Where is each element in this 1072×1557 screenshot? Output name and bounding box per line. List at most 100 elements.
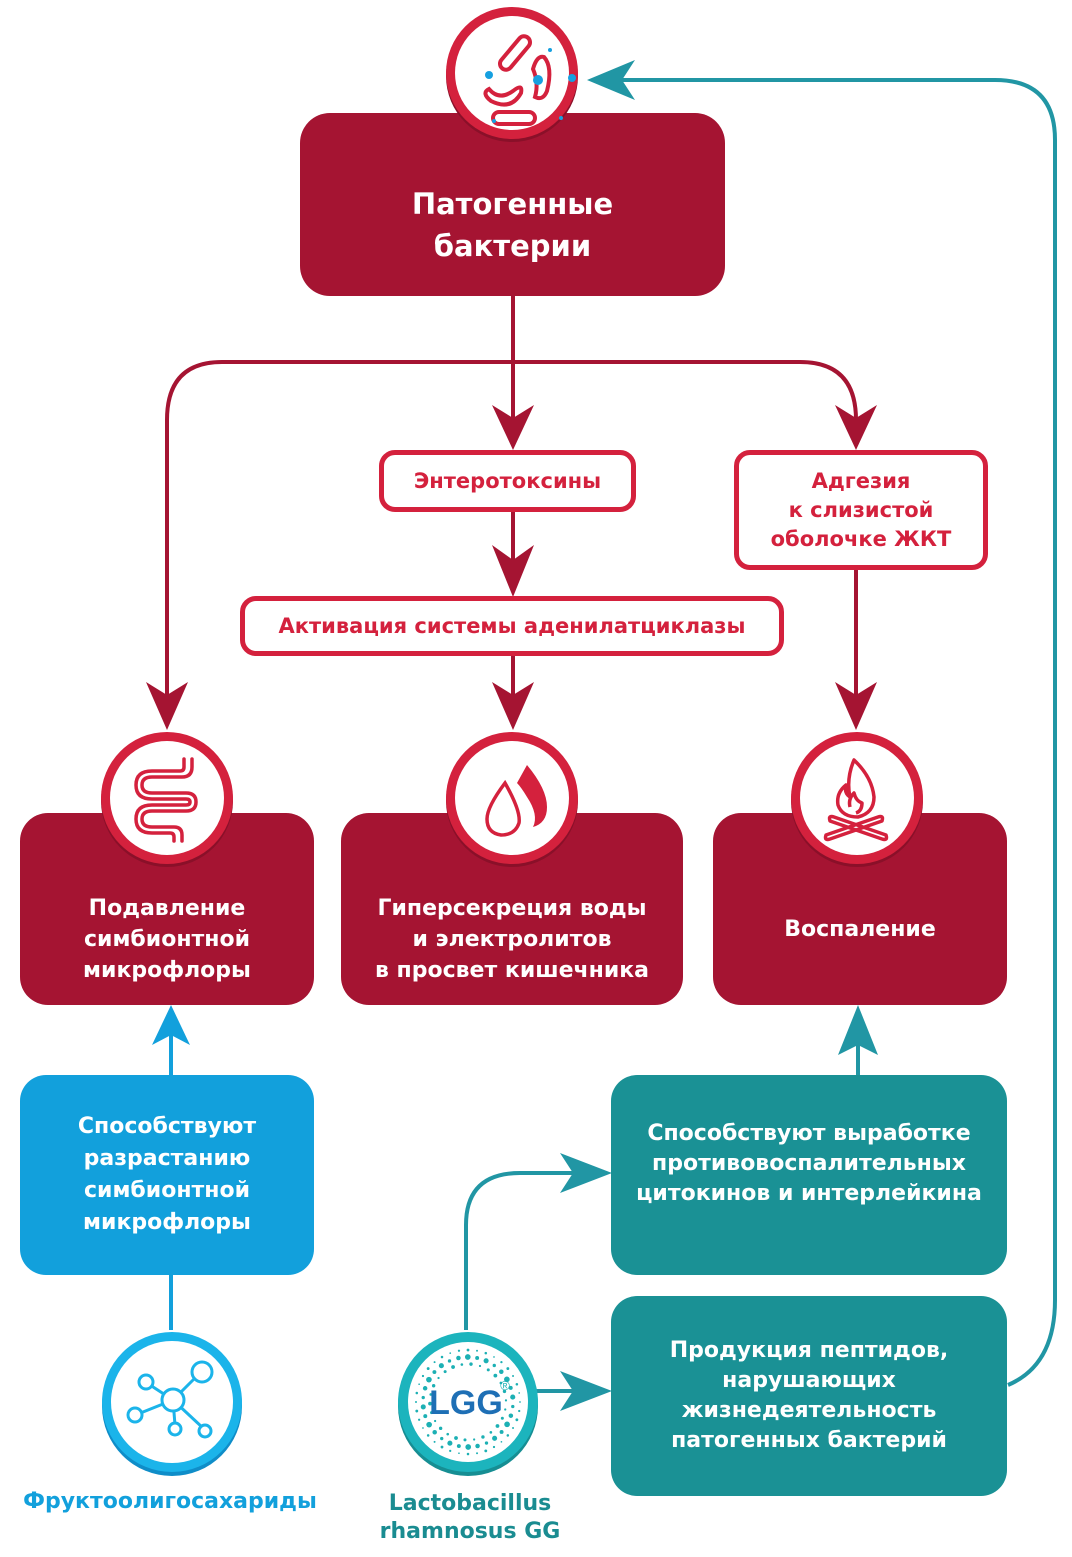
- pathogens-label: Патогенные бактерии: [411, 186, 614, 263]
- lgg-dot: [495, 1424, 500, 1428]
- lgg-dot: [512, 1427, 515, 1429]
- lgg-dot: [428, 1401, 432, 1406]
- lgg-dot: [492, 1445, 496, 1449]
- lgg-dot: [493, 1356, 495, 1358]
- lgg-dot: [451, 1365, 455, 1369]
- lgg-dot: [421, 1395, 425, 1400]
- lgg-dot: [463, 1438, 467, 1442]
- lgg-dot: [426, 1376, 432, 1383]
- cytokines-box: Способствуют выработке противовоспалител…: [611, 1075, 1007, 1275]
- enterotoxins-box: Энтеротоксины: [379, 450, 636, 512]
- lgg-dot: [422, 1427, 424, 1429]
- lgg-dot: [415, 1391, 419, 1395]
- lgg-dot: [418, 1418, 421, 1421]
- lgg-dot: [465, 1444, 472, 1450]
- lgg-dot: [433, 1440, 436, 1443]
- adenylate-box: Активация системы аденилатциклазы: [240, 596, 784, 656]
- lgg-dot: [493, 1373, 498, 1378]
- lgg-dot: [440, 1436, 444, 1441]
- lgg-dot: [433, 1361, 436, 1364]
- lgg-dot: [457, 1349, 461, 1352]
- lgg-dot: [500, 1440, 503, 1443]
- lgg-dot: [499, 1369, 504, 1374]
- lgg-dot: [473, 1438, 476, 1441]
- bacteria-icon: [441, 3, 583, 145]
- lgg-dot: [440, 1355, 444, 1359]
- suppression-label: Подавление симбионтной микрофлоры: [83, 895, 251, 983]
- lgg-dot: [492, 1435, 498, 1441]
- lgg-dot: [484, 1351, 488, 1355]
- lgg-dot: [469, 1362, 473, 1366]
- lgg-dot: [423, 1414, 428, 1419]
- lgg-dot: [515, 1418, 519, 1422]
- lgg-dot: [506, 1434, 510, 1437]
- lgg-dot: [430, 1411, 434, 1415]
- lgg-dot: [508, 1385, 513, 1390]
- arrowhead-fos: [152, 1005, 190, 1045]
- lgg-dot: [483, 1358, 489, 1364]
- lgg-dot: [492, 1363, 496, 1368]
- lgg-dot: [481, 1435, 485, 1439]
- lgg-dot: [500, 1416, 504, 1420]
- lgg-logo-text: LGG: [429, 1384, 503, 1422]
- lgg-dot: [504, 1376, 510, 1383]
- lgg-dot: [476, 1452, 479, 1455]
- arrowhead-feedback: [587, 60, 635, 100]
- lgg-dot: [499, 1381, 503, 1385]
- arrowhead-peptides: [560, 1371, 612, 1411]
- lgg-dot: [486, 1368, 490, 1372]
- lgg-dot: [489, 1431, 493, 1434]
- lgg-dot: [421, 1374, 425, 1378]
- lgg-dot: [432, 1430, 437, 1435]
- lgg-dot: [438, 1363, 444, 1369]
- inflammation-label: Воспаление: [784, 916, 936, 942]
- lgg-dot: [456, 1355, 461, 1361]
- lgg-dot: [518, 1409, 521, 1413]
- arrowhead-enterotoxins: [492, 405, 534, 450]
- arrowhead-inflammation-teal: [838, 1005, 878, 1055]
- lgg-dot: [466, 1348, 470, 1352]
- adhesion-label: Адгезия к слизистой оболочке ЖКТ: [770, 468, 952, 551]
- lgg-dot: [449, 1352, 452, 1354]
- lgg-logo: LGG ®: [395, 1330, 541, 1478]
- lgg-dot: [426, 1367, 430, 1370]
- lgg-dot: [499, 1429, 504, 1434]
- arrowhead-cytokines: [560, 1153, 612, 1193]
- lgg-dot: [420, 1404, 426, 1410]
- arrowhead-inflammation: [835, 682, 877, 730]
- connector-feedback-loop: [600, 78, 1057, 1387]
- lgg-dot: [500, 1361, 503, 1364]
- lgg-dot: [484, 1449, 488, 1453]
- fos-label: Фруктоолигосахариды: [23, 1489, 317, 1514]
- lgg-dot: [502, 1389, 507, 1394]
- lgg-dot: [508, 1413, 514, 1418]
- pathogens-box: Патогенные бактерии: [300, 113, 725, 296]
- lgg-dot: [418, 1383, 420, 1386]
- lgg-dot: [415, 1409, 419, 1413]
- lgg-dot: [446, 1432, 450, 1436]
- connector-right-branch: [513, 360, 858, 440]
- lgg-label: Lactobacillus rhamnosus GG: [379, 1491, 561, 1544]
- lgg-dot: [466, 1452, 470, 1456]
- lgg-dot: [464, 1354, 471, 1360]
- lgg-dot: [437, 1376, 440, 1380]
- adhesion-box: Адгезия к слизистой оболочке ЖКТ: [734, 450, 988, 570]
- cytokines-label: Способствуют выработке противовоспалител…: [636, 1121, 982, 1206]
- lgg-dot: [454, 1436, 458, 1440]
- lgg-dot: [512, 1375, 515, 1377]
- lgg-dot: [426, 1434, 430, 1437]
- lgg-dot: [443, 1370, 447, 1374]
- lgg-dot: [447, 1359, 452, 1363]
- campfire-icon: [786, 727, 928, 869]
- lgg-dot: [484, 1441, 489, 1445]
- growth-box: Способствуют разрастанию симбионтной мик…: [20, 1075, 314, 1275]
- enterotoxins-label: Энтеротоксины: [413, 468, 602, 493]
- arrowhead-adhesion: [835, 405, 877, 450]
- lgg-dot: [519, 1401, 521, 1403]
- suppression-box: Подавление симбионтной микрофлоры: [20, 813, 314, 1005]
- lgg-dot: [456, 1444, 461, 1449]
- arrowhead-hypersecretion: [492, 682, 534, 730]
- peptides-box: Продукция пептидов, нарушающих жизнедеят…: [611, 1296, 1007, 1496]
- lgg-dot: [504, 1399, 508, 1402]
- lgg-dot: [504, 1421, 510, 1428]
